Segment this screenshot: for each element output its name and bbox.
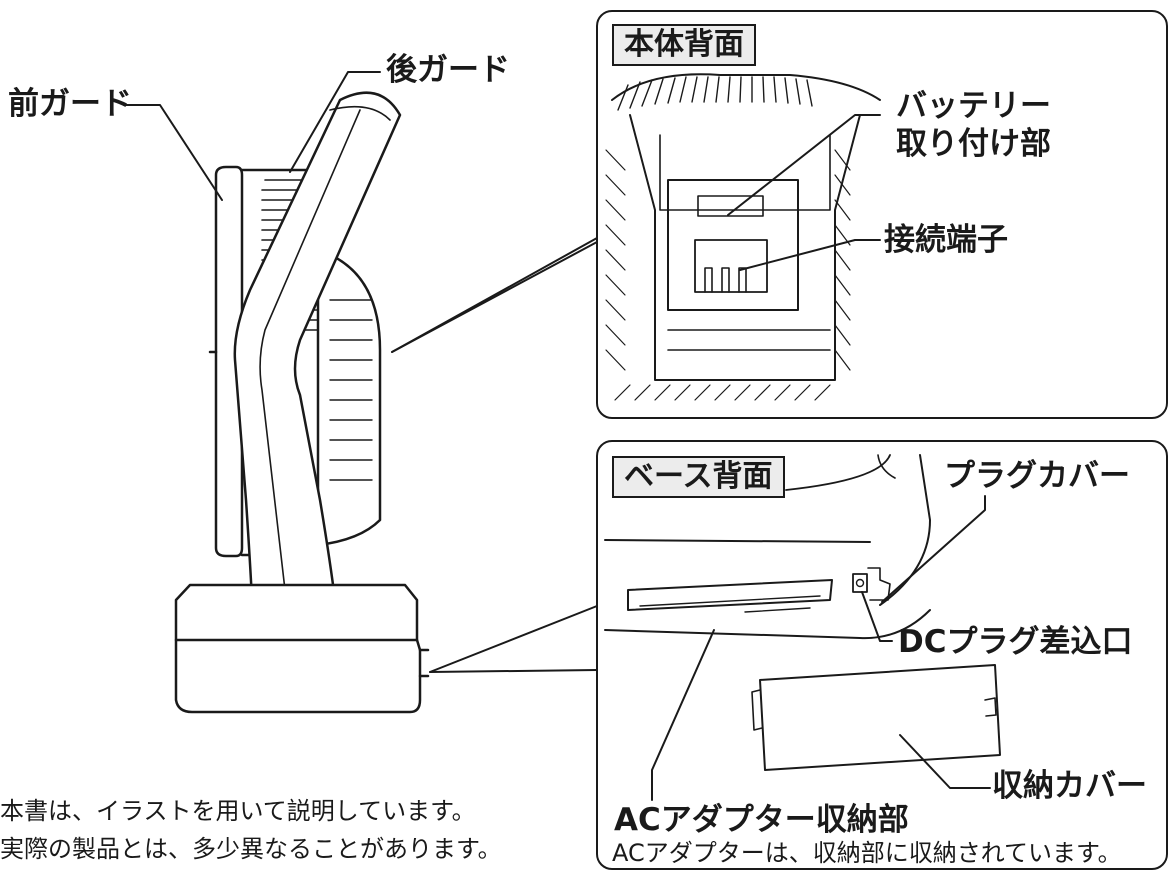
adapter-storage-label: ACアダプター収納部 [614, 802, 909, 838]
front-guard-label: 前ガード [8, 86, 132, 122]
stand-arm [233, 91, 402, 602]
storage-cover-label: 収納カバー [992, 768, 1147, 804]
base-back-drawing [604, 454, 1001, 771]
base-back-title: ベース背面 [612, 456, 785, 498]
projection-lines [391, 237, 598, 673]
body-back-title: 本体背面 [612, 24, 756, 66]
body-back-leaders [727, 114, 881, 271]
rear-guard-label: 後ガード [386, 52, 510, 88]
base [174, 583, 419, 642]
storage-note: ACアダプターは、収納部に収納されています。 [612, 839, 1122, 867]
body-back-drawing [605, 73, 881, 401]
battery-mount-label-1: バッテリー [896, 88, 1051, 124]
storage-cover-shape [759, 664, 1001, 771]
footnote-line-2: 実際の製品とは、多少異なることがあります。 [0, 835, 502, 863]
base-back-panel [596, 440, 1168, 870]
footnote-line-1: 本書は、イラストを用いて説明しています。 [0, 797, 476, 825]
dc-inlet-label: DCプラグ差込口 [898, 624, 1133, 660]
terminal-label: 接続端子 [884, 222, 1008, 258]
fan-side-view [174, 91, 430, 714]
base-back-leaders [651, 495, 991, 801]
main-leader-lines [123, 71, 381, 201]
battery-mount-label-2: 取り付け部 [896, 126, 1051, 162]
plug-cover-label: プラグカバー [944, 458, 1130, 494]
body-back-panel [596, 10, 1168, 419]
